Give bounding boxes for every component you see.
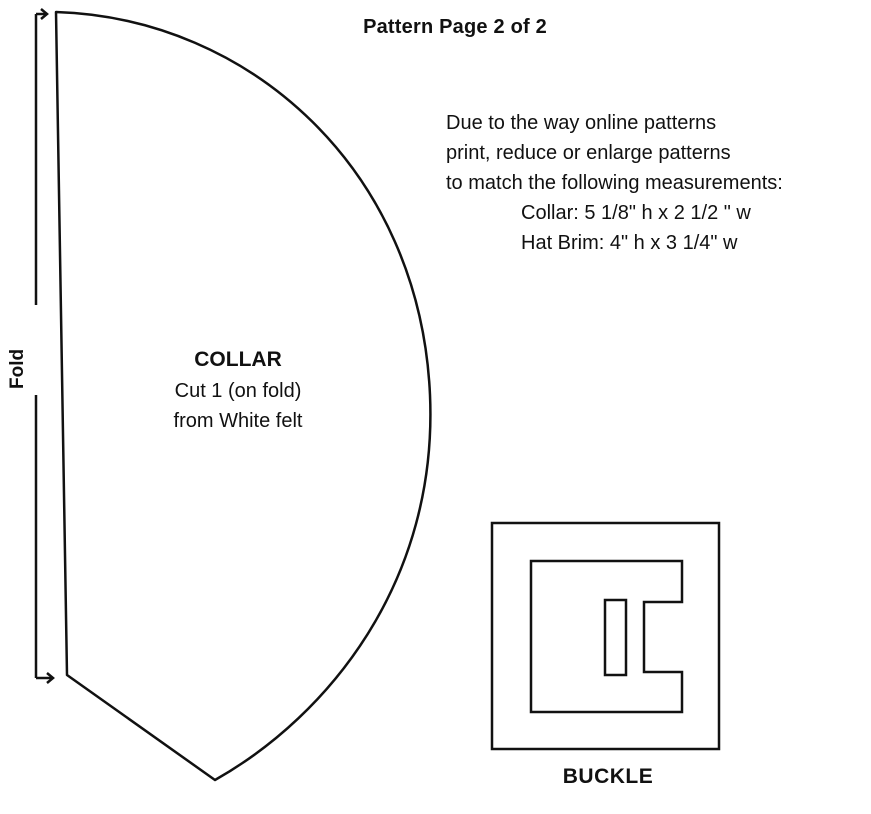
page-title: Pattern Page 2 of 2 xyxy=(363,16,547,38)
collar-title: COLLAR xyxy=(194,348,282,371)
instruction-line: to match the following measurements: xyxy=(446,172,783,194)
fold-label: Fold xyxy=(7,348,28,389)
hat-brim-measurement: Hat Brim: 4" h x 3 1/4" w xyxy=(521,232,738,254)
buckle-label: BUCKLE xyxy=(562,765,654,788)
collar-material: from White felt xyxy=(173,410,303,432)
instruction-line: print, reduce or enlarge patterns xyxy=(446,142,731,164)
resize-instructions: Due to the way online patterns print, re… xyxy=(446,108,866,258)
buckle-outline xyxy=(490,521,721,751)
collar-outline xyxy=(54,10,432,782)
collar-cut-instruction: Cut 1 (on fold) xyxy=(174,380,302,402)
instruction-line: Due to the way online patterns xyxy=(446,112,717,134)
collar-measurement: Collar: 5 1/8" h x 2 1/2 " w xyxy=(521,202,751,224)
fold-arrow xyxy=(34,8,55,684)
